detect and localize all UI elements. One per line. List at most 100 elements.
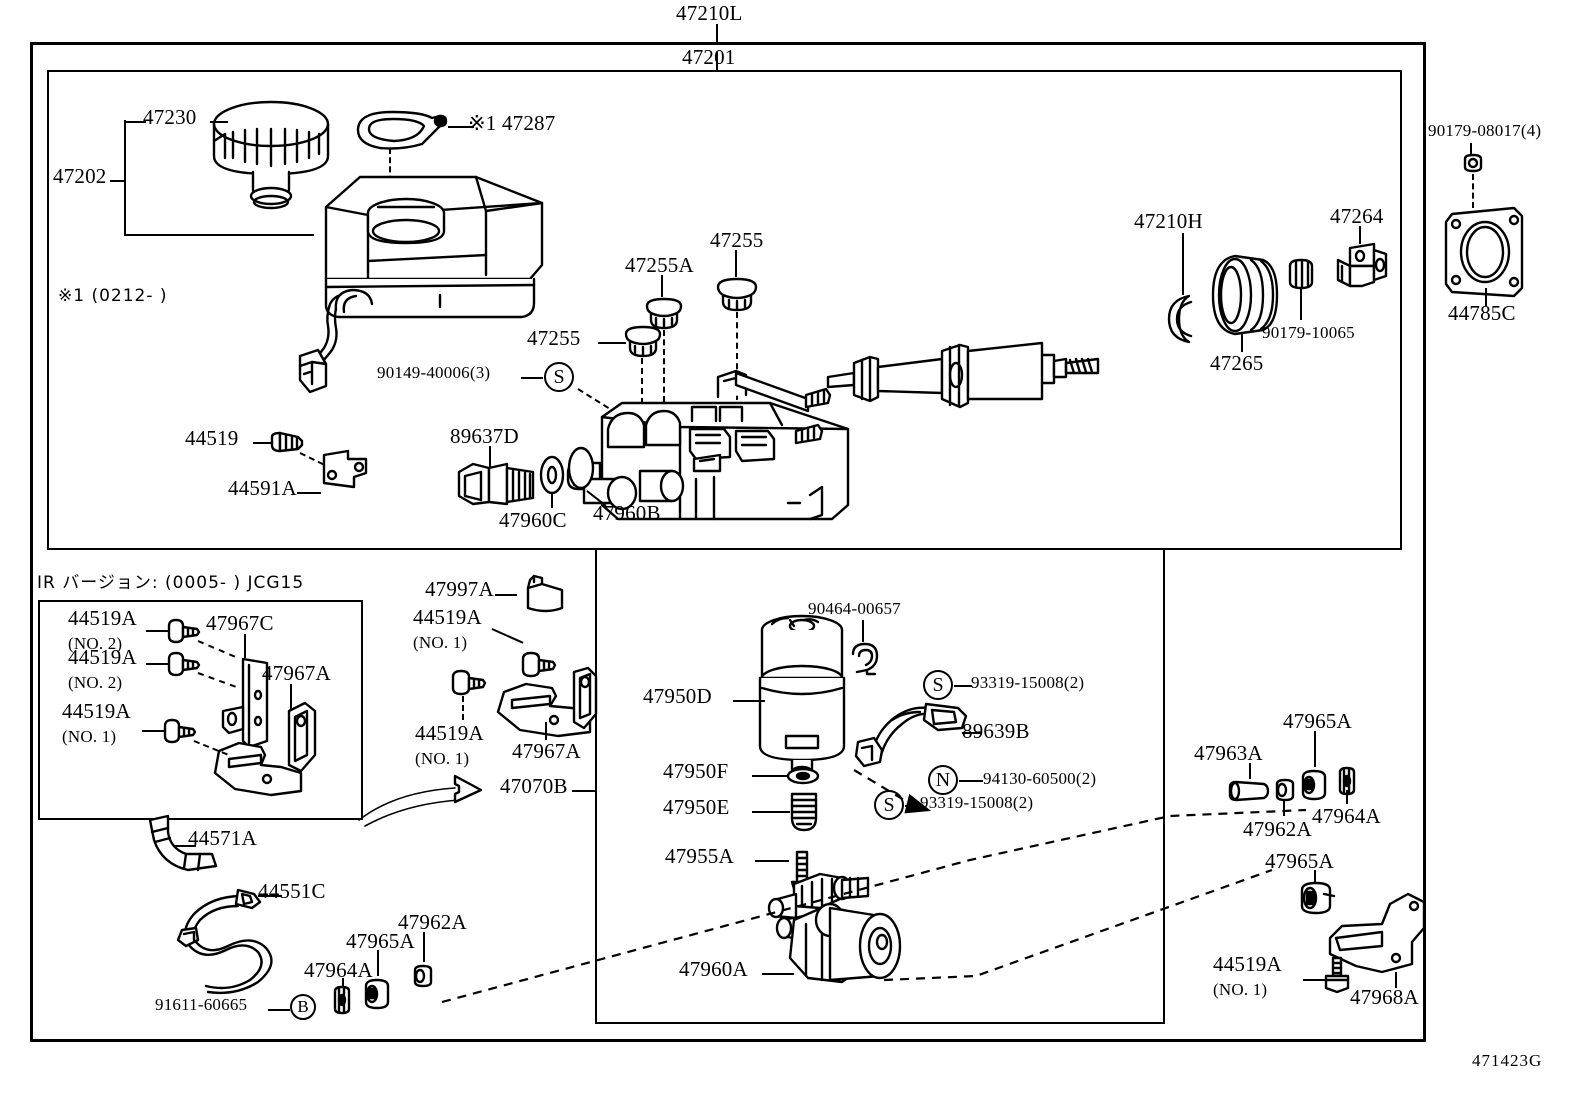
- plug-47255-left-label: 47255: [527, 326, 581, 350]
- outer-assembly-frame: [30, 42, 1426, 1042]
- leader-47265: [1241, 332, 1243, 352]
- bracket-47202-bot: [124, 234, 314, 236]
- leader-90179-08017: [1470, 143, 1472, 155]
- bracket-47968a-label: 47968A: [1350, 985, 1419, 1009]
- leader-47210l: [716, 24, 718, 44]
- plug-47255a-art: [643, 296, 685, 332]
- pump-motor-label: 47950D: [643, 684, 712, 708]
- boot-47265-label: 47265: [1210, 351, 1264, 375]
- washer-47964a-right-art: [1333, 766, 1361, 796]
- marker-b-clamp: B: [290, 994, 316, 1020]
- reservoir-assembly-label: 47202: [53, 164, 107, 188]
- clamp-91611-label: 91611-60665: [155, 995, 248, 1014]
- leader-jcg15-bolt3: [142, 730, 166, 732]
- leader-47962a-left: [423, 932, 425, 962]
- leader-47967a-jcg: [290, 684, 292, 710]
- collar-47962a-right-label: 47962A: [1243, 817, 1312, 841]
- leader-n: [959, 780, 983, 782]
- oring-47960b-art: [566, 446, 596, 490]
- leader-90179-10065: [1300, 288, 1302, 320]
- leader-47950d: [733, 700, 765, 702]
- jcg15-bracket-art: [205, 655, 335, 800]
- pump-spring-art: [788, 788, 820, 836]
- leader-47963a: [1249, 763, 1251, 779]
- clevis-47264-label: 47264: [1330, 204, 1384, 228]
- hose-44571a-label: 44571A: [188, 826, 257, 850]
- switch-89637d-label: 89637D: [450, 424, 519, 448]
- leader-47255-left: [598, 342, 626, 344]
- mid-bolt-b-art: [450, 668, 488, 698]
- leader-right-bolt: [1303, 979, 1325, 981]
- mid-bolt-b-label: 44519A (NO. 1): [415, 721, 484, 769]
- jcg15-transfer-arrow: [355, 770, 495, 830]
- outer-assembly-label: 47210L: [676, 1, 743, 25]
- screw-bot-label: 93319-15008(2): [920, 793, 1034, 812]
- leader-89639b: [962, 732, 982, 734]
- clip-90464-art: [845, 640, 889, 680]
- leader-s-top: [954, 685, 972, 687]
- leader-47955a: [755, 860, 789, 862]
- washer-47964a-left-label: 47964A: [304, 958, 373, 982]
- bushing-47965a-bot-label: 47965A: [1265, 849, 1334, 873]
- tube-44551c-art: [168, 888, 288, 998]
- leader-44571a: [174, 845, 196, 847]
- nut-90179-10065-art: [1284, 256, 1318, 292]
- bushing-47965a-top-art: [1297, 769, 1331, 801]
- leader-47287: [448, 126, 474, 128]
- leader-47960c: [551, 492, 553, 508]
- marker-s-top: S: [923, 670, 953, 700]
- leader-47264: [1359, 226, 1361, 244]
- leader-47997a: [495, 594, 517, 596]
- collar-47962a-left-art: [410, 963, 436, 989]
- bracket-47202-vert: [124, 120, 126, 236]
- pin-47963a-label: 47963A: [1194, 741, 1263, 765]
- bushing-47965a-bot-art: [1296, 880, 1338, 916]
- note-symbol-1: ※1 (0212- ): [58, 286, 168, 306]
- pushrod-assembly-art: [826, 315, 1106, 415]
- screw-top-label: 93319-15008(2): [971, 673, 1085, 692]
- jcg15-bolt3-code: 44519A: [62, 699, 131, 723]
- actuator-body-art: [560, 355, 880, 535]
- oring-47960b-label: 47960B: [593, 501, 661, 525]
- right-bolt-sub: (NO. 1): [1213, 979, 1268, 999]
- pump-dashed-arrow: [852, 768, 942, 818]
- leader-mid-bracket: [545, 722, 547, 740]
- leader-47965a-top: [1314, 731, 1316, 767]
- jcg15-bolt1-label: 44519A (NO. 2): [68, 606, 137, 654]
- bracket-bolt-label: 44519: [185, 426, 239, 450]
- bushing-47965a-top-label: 47965A: [1283, 709, 1352, 733]
- dashed-47255-left: [641, 358, 643, 404]
- oring-47960c-label: 47960C: [499, 508, 567, 532]
- mid-bracket-47967a-art: [492, 668, 602, 763]
- plug-47255-top-label: 47255: [710, 228, 764, 252]
- jcg15-bolt2-code: 44519A: [68, 645, 137, 669]
- leader-47201: [716, 52, 718, 72]
- leader-47967c: [244, 634, 246, 658]
- leader-47964a-right: [1346, 790, 1348, 804]
- leader-47230: [124, 121, 146, 123]
- jcg15-bolt2-art: [166, 651, 202, 679]
- group-47070b-label: 47070B: [500, 774, 568, 798]
- mid-bolt-a-code: 44519A: [413, 605, 482, 629]
- diagram-corner-code: 471423G: [1472, 1051, 1543, 1070]
- snapring-47210h-art: [1163, 292, 1203, 346]
- jcg15-bolt2-label: 44519A (NO. 2): [68, 645, 137, 693]
- dashed-mid-bolt-b: [462, 696, 464, 720]
- pump-oring-label: 47950F: [663, 759, 729, 783]
- nut-90179-10065-label: 90179-10065: [1262, 323, 1355, 342]
- bracket-44591a-art: [318, 447, 374, 492]
- jcg15-bolt3-label: 44519A (NO. 1): [62, 699, 131, 747]
- leader-47950e: [752, 811, 790, 813]
- inner-assembly-label: 47201: [682, 45, 736, 69]
- dashed-nut-to-gasket: [1472, 174, 1474, 208]
- mid-bolt-a-label: 44519A (NO. 1): [413, 605, 482, 653]
- pump-wire-89639b-art: [854, 698, 984, 770]
- pump-wire-label: 89639B: [962, 719, 1030, 743]
- jp-version-note: IR バージョン: (0005- ) JCG15: [37, 573, 305, 593]
- oring-47960c-art: [538, 455, 566, 495]
- leader-47255-top: [735, 250, 737, 277]
- marker-s-90149: S: [544, 362, 574, 392]
- leader-44785c: [1485, 288, 1487, 306]
- leader-47210h: [1182, 233, 1184, 295]
- pump-motor-47950d-art: [750, 612, 860, 782]
